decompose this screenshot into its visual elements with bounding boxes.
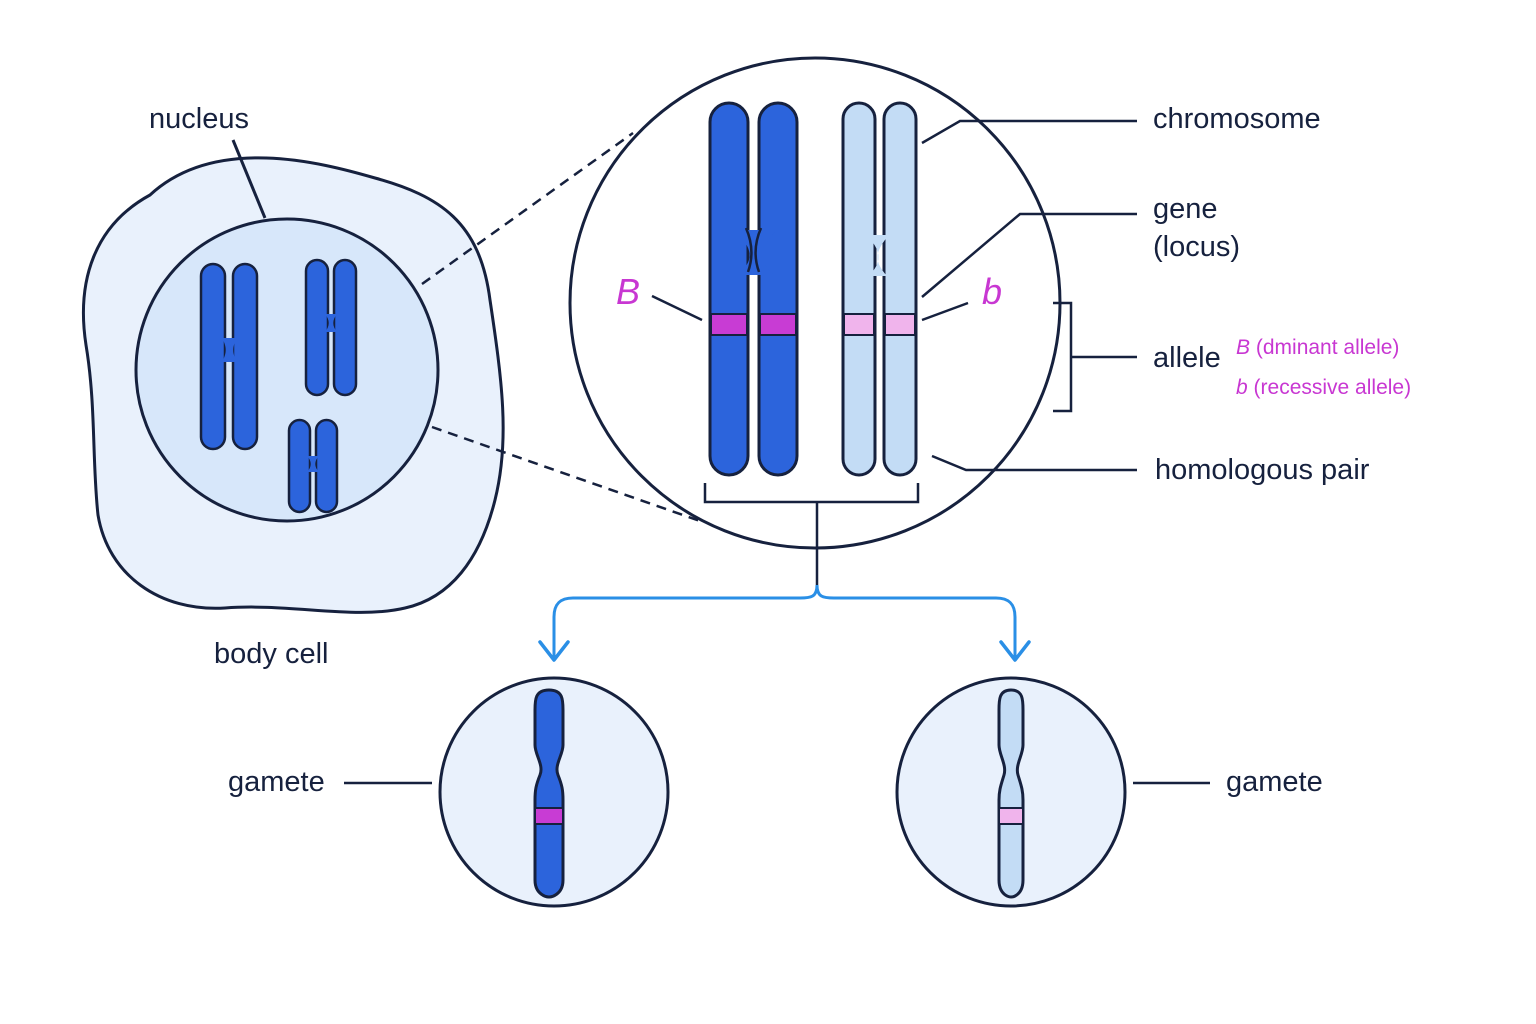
gene-label: gene [1153,193,1218,225]
gene-leader [921,212,1137,298]
zoom-line-top [421,131,634,286]
body-cell-label: body cell [214,638,329,670]
homologous-pair-label: homologous pair [1155,454,1370,486]
locus-label: (locus) [1153,231,1241,263]
nucleus-chromosome-small [287,418,339,514]
arrowhead-right [999,640,1031,662]
nucleus-pointer-line [231,139,267,219]
nucleus-chromosome-large [199,262,259,451]
dominant-allele-band [759,313,797,336]
dominant-allele-letter: B [616,271,641,312]
chromosome-dark [708,101,799,477]
gamete-left-dominant-band [534,807,564,825]
dominant-allele-note-letter: B [1236,336,1251,359]
recessive-allele-letter: b [982,271,1003,312]
homologous-pair-bracket [703,483,920,504]
recessive-allele-pointer [921,301,969,322]
chromosome-leader [921,119,1137,145]
recessive-allele-note: b (recessive allele) [1236,376,1411,400]
gamete-right-label: gamete [1226,766,1323,798]
nucleus-chromosome-medium [304,258,358,397]
chromosome-label: chromosome [1153,103,1321,135]
gamete-left-chromosome [533,688,565,899]
dominant-allele-band [710,313,748,336]
arrowhead-left [538,640,570,662]
gamete-right-recessive-band [998,807,1024,825]
dominant-allele-pointer [651,294,703,322]
split-arrow [552,584,819,658]
recessive-allele-note-text: (recessive allele) [1253,376,1412,399]
recessive-allele-band [884,313,916,336]
recessive-allele-note-letter: b [1236,376,1248,399]
recessive-allele-band [843,313,875,336]
zoom-line-bottom [431,425,701,523]
nucleus [134,217,440,523]
split-arrow [815,584,1017,658]
allele-bracket [1053,301,1137,413]
gamete-right-chromosome [997,688,1025,899]
chromosome-light [841,101,918,477]
dominant-allele-note: B (dminant allele) [1236,336,1399,360]
allele-label: allele [1153,342,1221,374]
dominant-allele-note-text: (dminant allele) [1255,336,1400,359]
nucleus-label: nucleus [149,103,249,135]
gamete-left-label: gamete [228,766,325,798]
homologous-pair-leader [931,454,1137,472]
